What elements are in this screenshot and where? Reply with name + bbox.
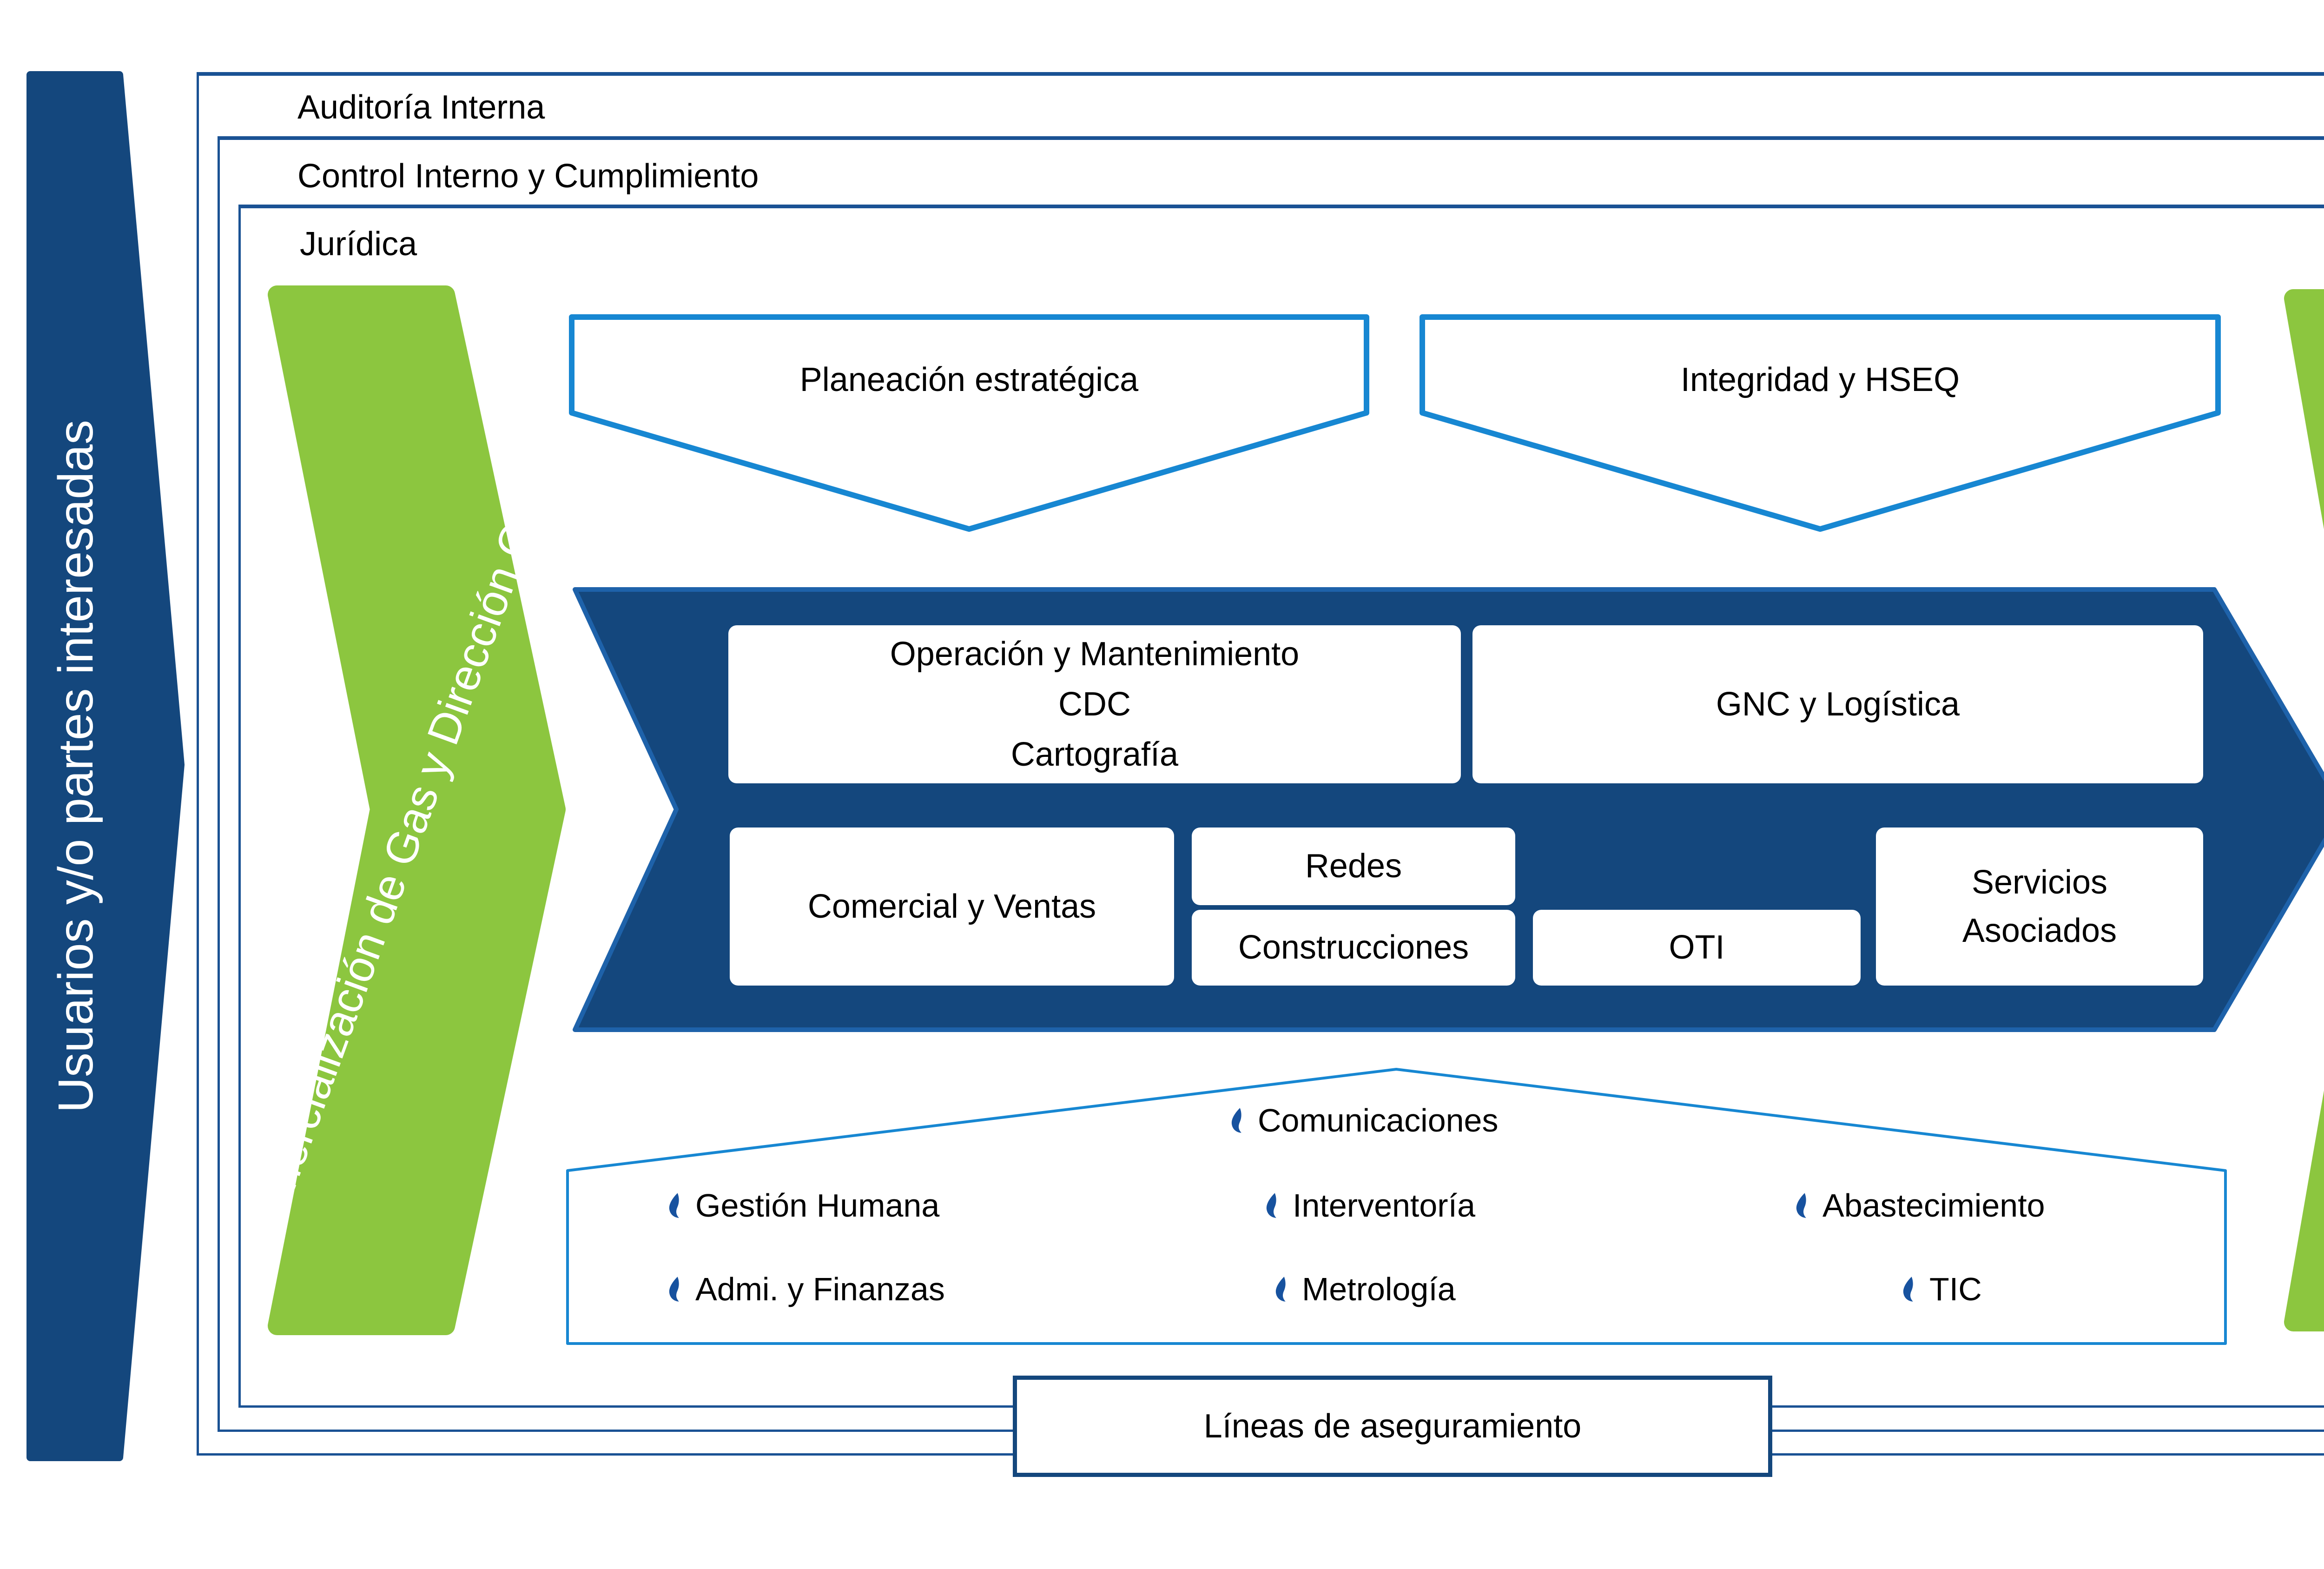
flame-icon [1903, 1277, 1913, 1302]
box-comercial-ventas: Comercial y Ventas [730, 828, 1174, 986]
pentagon-planeacion [569, 314, 1369, 532]
flame-icon [1266, 1193, 1276, 1218]
pentagon-integridad [1419, 314, 2221, 532]
support-item-label: Metrología [1302, 1271, 1456, 1307]
support-item-label: Admi. y Finanzas [695, 1271, 945, 1307]
support-item-label: TIC [1929, 1271, 1982, 1307]
flame-icon [1796, 1193, 1806, 1218]
frame-label-auditoria-interna: Auditoría Interna [297, 89, 545, 126]
left-arrow-label-box: Usuarios y/o partes interesadas [26, 71, 125, 1461]
flame-icon [1275, 1277, 1286, 1302]
box-gnc-logistica: GNC y Logística [1472, 625, 2203, 783]
flame-icon [1231, 1108, 1241, 1133]
support-item-label: Interventoría [1293, 1187, 1475, 1224]
box-operacion-mantenimiento: Operación y Mantenimiento CDC Cartografí… [728, 625, 1461, 783]
frame-label-juridica: Jurídica [300, 225, 417, 263]
support-item-gestion-humana: Gestión Humana [665, 1182, 939, 1229]
flame-icon [669, 1193, 679, 1218]
support-item-interventoria: Interventoría [1262, 1182, 1475, 1229]
green-left-label-box: Comercialización de Gas y Dirección Come… [232, 285, 601, 1336]
support-item-admi-finanzas: Admi. y Finanzas [665, 1266, 945, 1312]
support-pentagon [566, 1068, 2227, 1345]
pentagon-planeacion-label: Planeación estratégica [799, 361, 1139, 398]
green-chevron-direccion-comercial [2284, 289, 2324, 1331]
assurance-label: Líneas de aseguramiento [1203, 1408, 1582, 1445]
support-item-comunicaciones: Comunicaciones [1227, 1097, 1498, 1144]
green-left-label: Comercialización de Gas y Dirección Come… [232, 358, 601, 1262]
frame-label-control-interno: Control Interno y Cumplimiento [297, 158, 759, 195]
support-item-tic: TIC [1899, 1266, 1982, 1312]
box-oti: OTI [1533, 910, 1861, 986]
box-servicios-asociados: Servicios Asociados [1876, 828, 2203, 986]
support-item-label: Gestión Humana [695, 1187, 940, 1224]
box-redes: Redes [1192, 828, 1515, 905]
assurance-box: Líneas de aseguramiento [1013, 1376, 1772, 1477]
support-item-metrologia: Metrología [1271, 1266, 1456, 1312]
box-construcciones: Construcciones [1192, 910, 1515, 986]
support-item-label: Abastecimiento [1822, 1187, 2045, 1224]
flame-icon [669, 1277, 679, 1302]
pentagon-integridad-label: Integridad y HSEQ [1680, 361, 1960, 398]
green-chevron-comercializacion [268, 285, 566, 1335]
support-item-abastecimiento: Abastecimiento [1792, 1182, 2045, 1229]
left-stakeholders-arrow [26, 71, 185, 1461]
support-item-label: Comunicaciones [1258, 1102, 1499, 1139]
left-arrow-label: Usuarios y/o partes interesadas [48, 419, 103, 1113]
